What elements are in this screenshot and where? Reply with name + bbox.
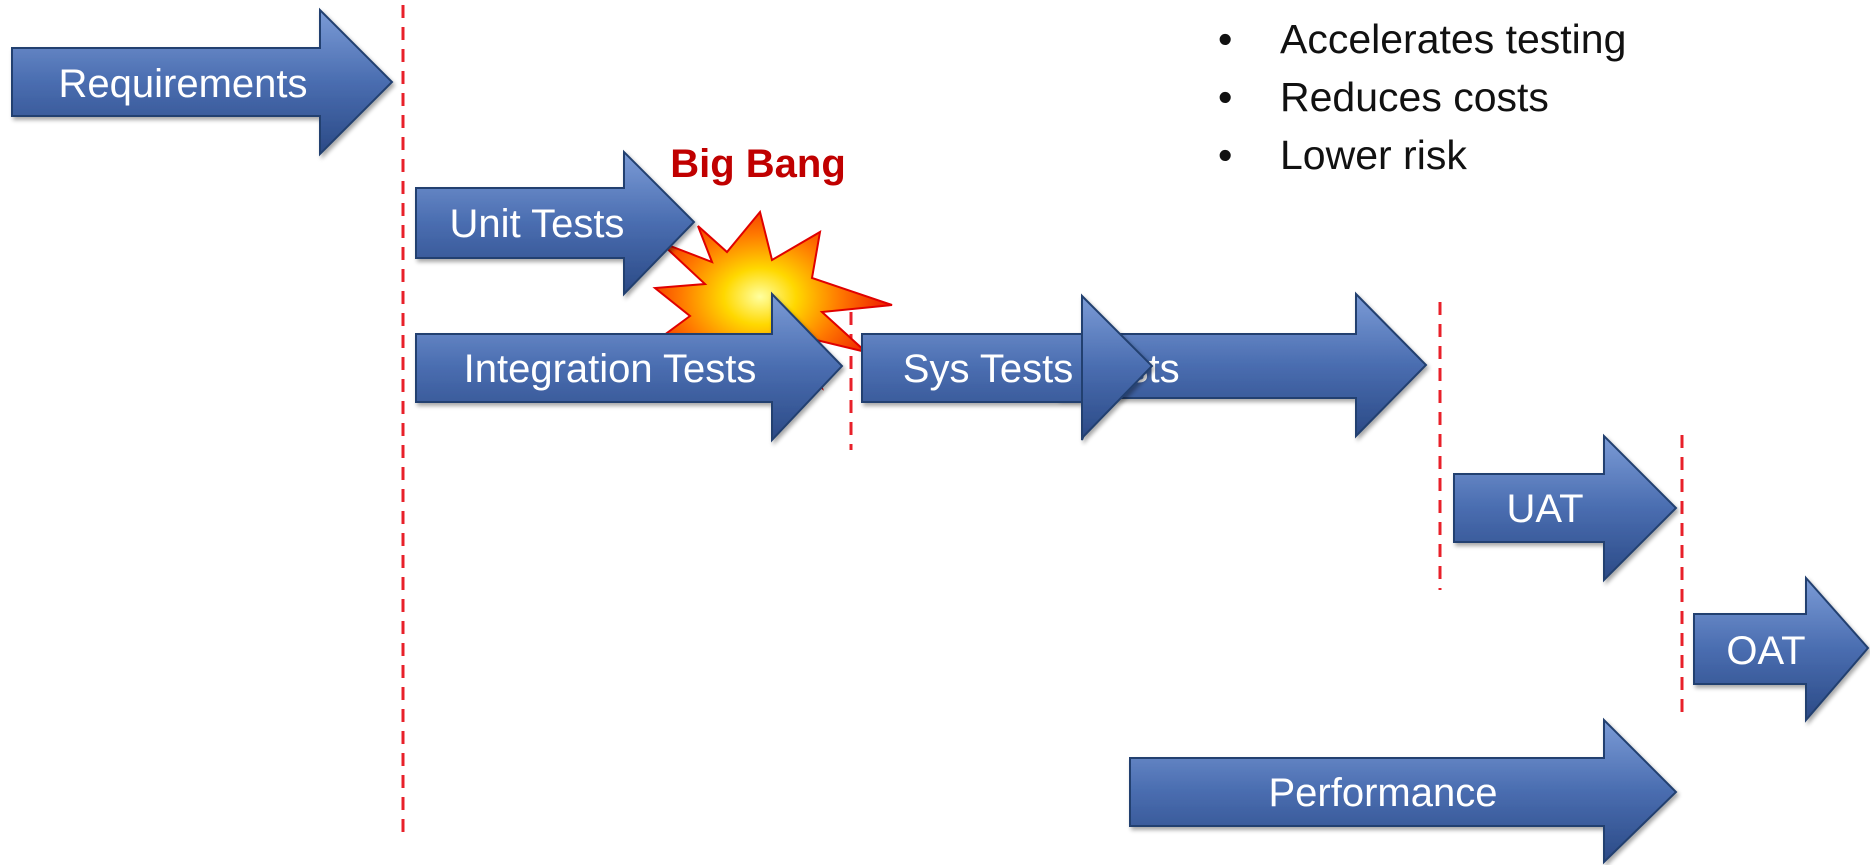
benefit-text: Accelerates testing: [1280, 16, 1627, 62]
benefit-item: • Accelerates testing: [1210, 10, 1626, 68]
big-bang-label: Big Bang: [670, 142, 846, 186]
benefit-item: • Lower risk: [1210, 126, 1626, 184]
arrow-label-unit-tests: Unit Tests: [450, 202, 625, 246]
bullet-icon: •: [1218, 132, 1233, 178]
benefit-item: • Reduces costs: [1210, 68, 1626, 126]
bullet-icon: •: [1218, 74, 1233, 120]
arrow-integration-tests: Integration Tests: [415, 291, 844, 443]
bullet-icon: •: [1218, 16, 1233, 62]
arrow-unit-tests: Unit Tests: [415, 149, 696, 297]
benefits-list: • Accelerates testing • Reduces costs • Low…: [1210, 10, 1626, 184]
phase-dividers: [401, 5, 1684, 840]
arrow-label-sys-tests: Sys Tests: [903, 347, 1073, 391]
arrow-label-uat: UAT: [1506, 487, 1583, 531]
arrow-oat: OAT: [1693, 575, 1870, 723]
arrow-performance: Performance: [1129, 717, 1678, 865]
arrow-label-requirements: Requirements: [58, 62, 307, 106]
benefit-text: Lower risk: [1280, 132, 1467, 178]
arrow-label-oat: OAT: [1726, 629, 1805, 673]
arrow-label-performance: Performance: [1269, 771, 1498, 815]
benefit-text: Reduces costs: [1280, 74, 1549, 120]
arrow-requirements: Requirements: [11, 7, 394, 157]
arrow-sys-tests: Sys Tests: [861, 293, 1154, 441]
arrow-label-integration-tests: Integration Tests: [464, 347, 757, 391]
arrow-uat: UAT: [1453, 433, 1678, 583]
